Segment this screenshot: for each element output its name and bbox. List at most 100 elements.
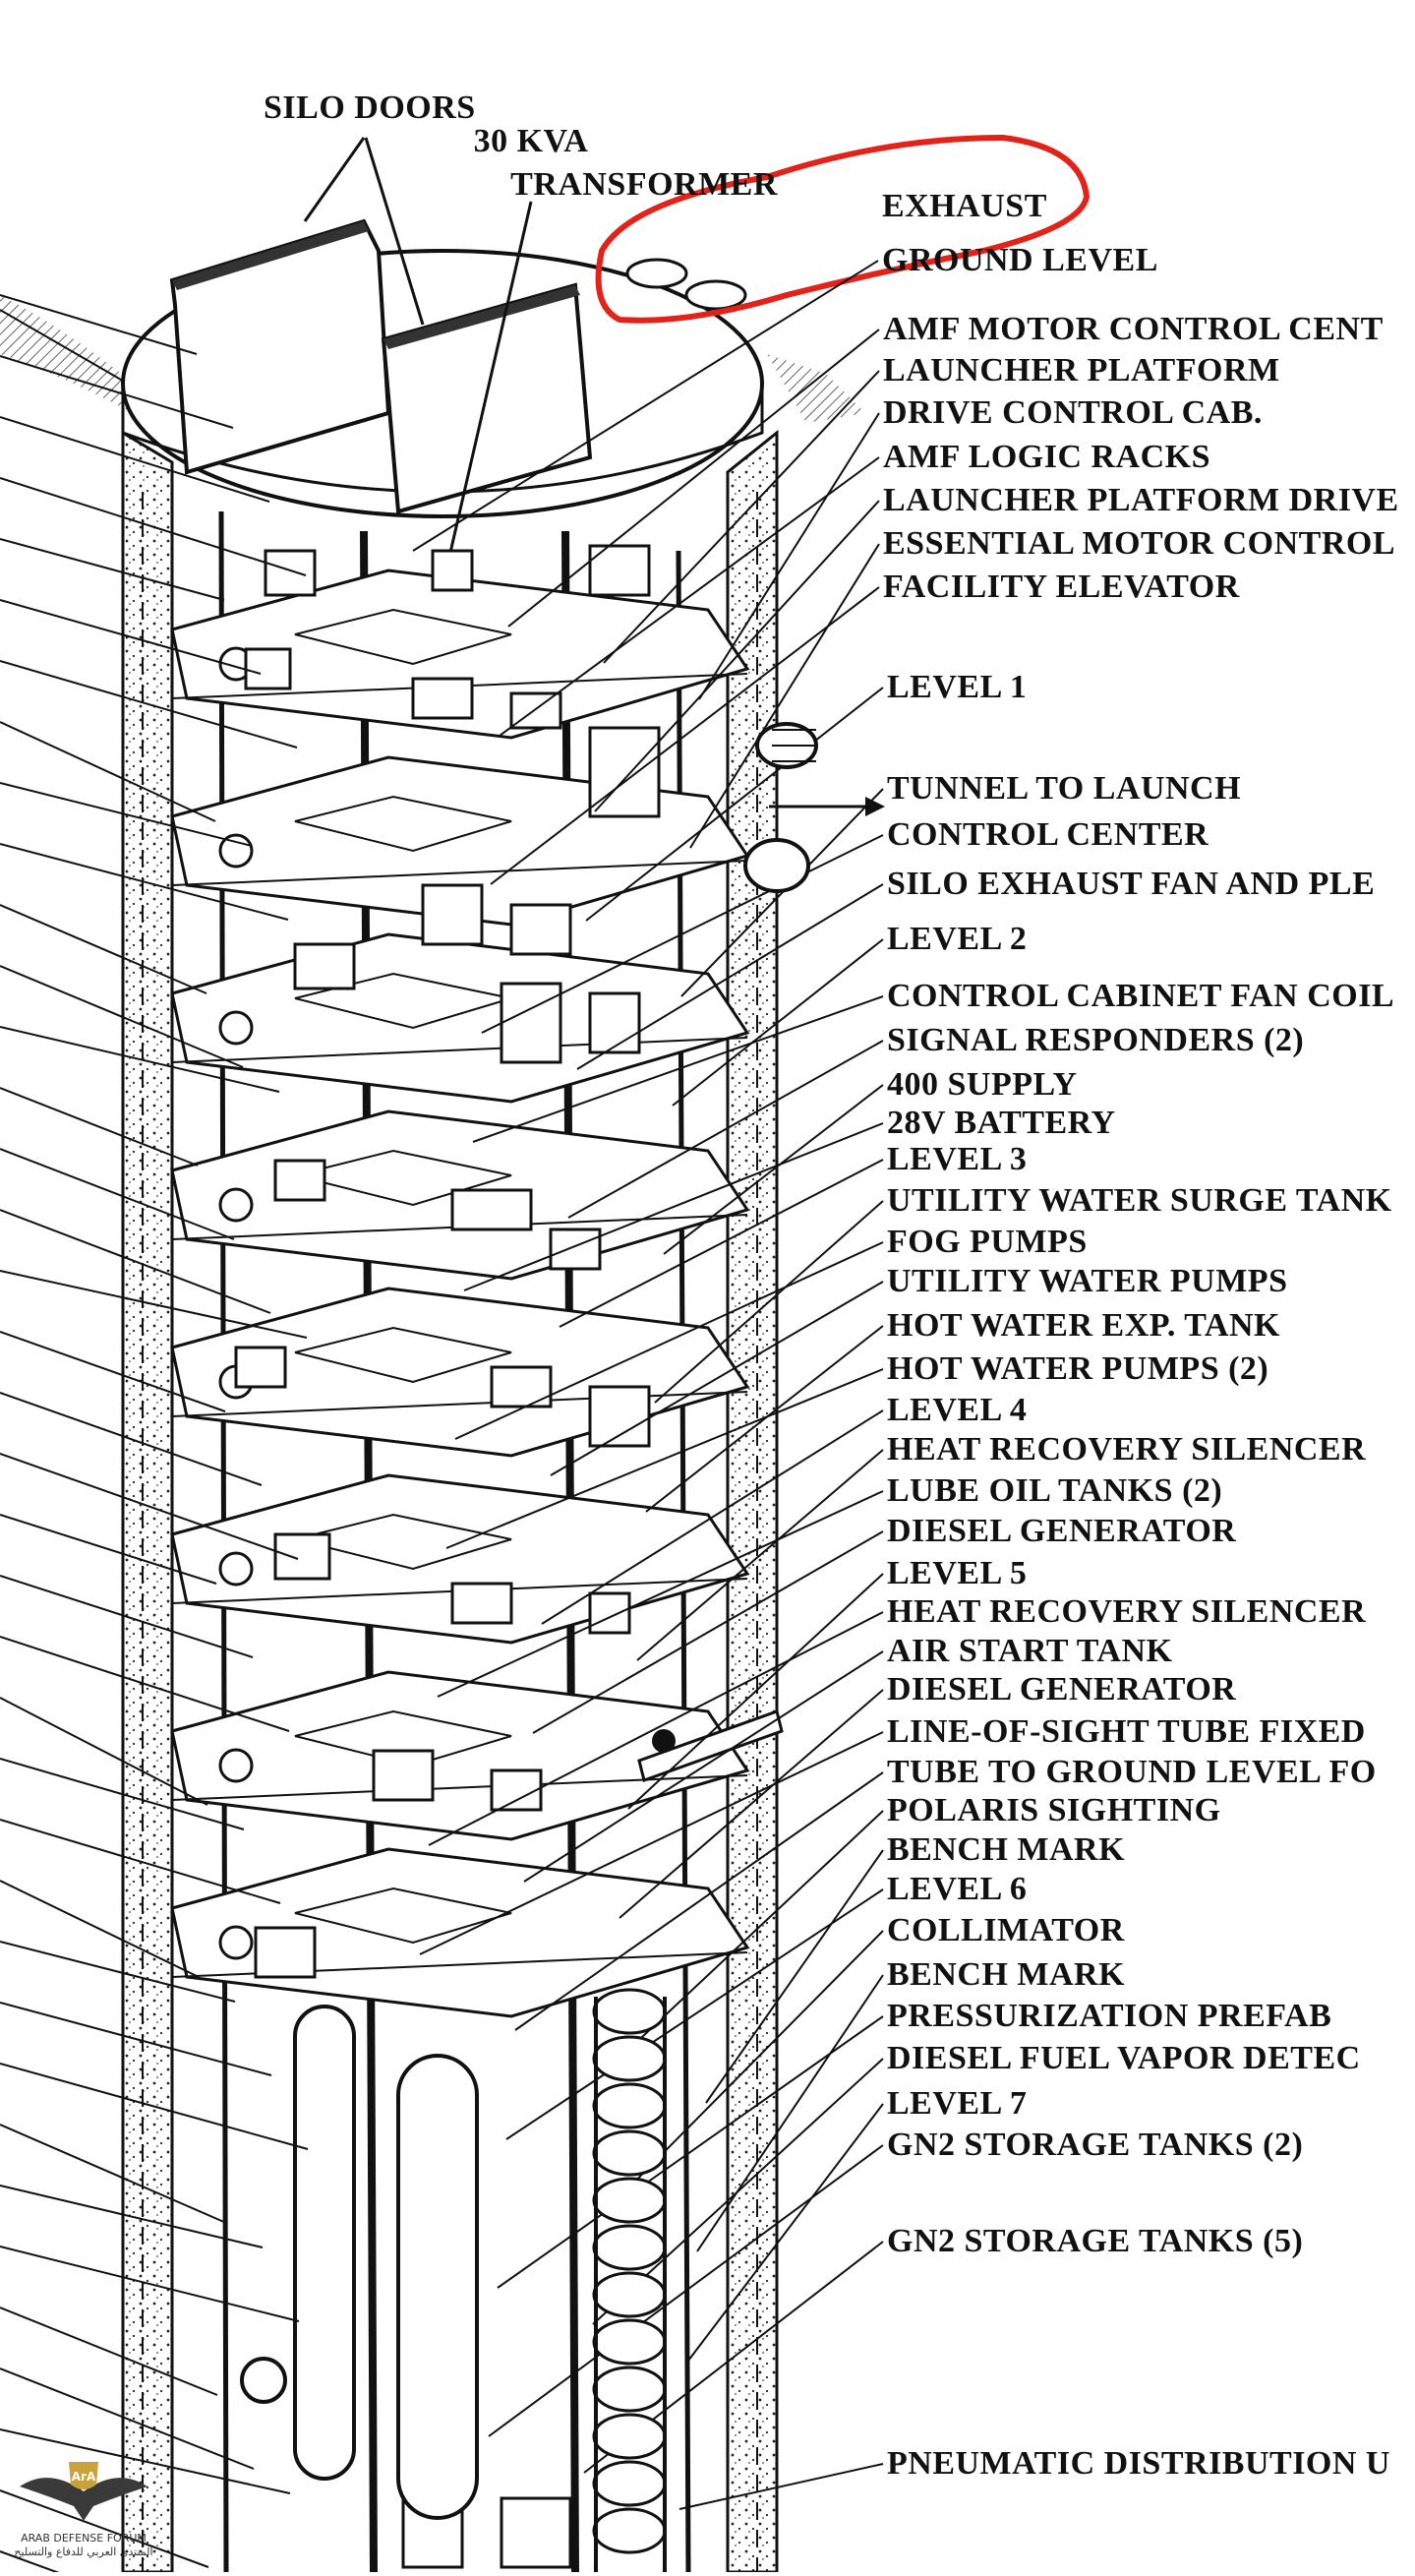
leader-line xyxy=(0,1880,200,1978)
component-label: DRIVE CONTROL CAB. xyxy=(883,394,1263,431)
hatch-wheel xyxy=(218,1187,254,1223)
leader-line xyxy=(567,1040,884,1219)
leader-line xyxy=(419,1731,884,1955)
leader-line xyxy=(541,1409,884,1625)
svg-text:ArA: ArA xyxy=(72,2470,96,2484)
leader-line xyxy=(619,1689,884,1919)
component-label: LEVEL 5 xyxy=(887,1555,1028,1591)
watermark-line2: المنتدى العربي للدفاع والتسليح xyxy=(14,2545,153,2558)
leader-line xyxy=(550,1281,884,1476)
leader-line xyxy=(0,2550,71,2576)
leader-line xyxy=(412,260,879,552)
equipment-box xyxy=(588,991,641,1054)
floor-opening xyxy=(294,795,512,853)
leader-line xyxy=(705,1849,884,2104)
leader-line xyxy=(678,2463,884,2510)
equipment-box xyxy=(490,1365,553,1408)
component-label: ESSENTIAL MOTOR CONTROL xyxy=(883,525,1396,562)
leader-line xyxy=(576,883,884,1070)
leader-line xyxy=(698,412,880,700)
leader-line xyxy=(0,294,198,355)
leader-line xyxy=(0,1148,235,1240)
leader-line xyxy=(0,355,234,429)
equipment-box xyxy=(411,677,474,720)
equipment-box xyxy=(490,1768,543,1812)
leader-line xyxy=(490,586,880,885)
component-label: HOT WATER PUMPS (2) xyxy=(887,1350,1269,1387)
floor-opening xyxy=(294,1887,512,1945)
component-label: LUBE OIL TANKS (2) xyxy=(887,1472,1223,1509)
pressure-bottle xyxy=(240,2357,287,2404)
leader-line xyxy=(505,1888,884,2140)
gn2-tank xyxy=(592,2318,667,2366)
leader-line xyxy=(0,1697,208,1806)
component-label: TUBE TO GROUND LEVEL FO xyxy=(887,1754,1377,1790)
leader-line xyxy=(696,1974,884,2252)
component-label: POLARIS SIGHTING xyxy=(887,1792,1221,1828)
leader-line xyxy=(0,721,216,822)
sight-tube-platform xyxy=(637,1709,784,1782)
gn2-tank xyxy=(592,2507,667,2554)
callout-leader-lines xyxy=(0,260,884,2576)
component-label: LEVEL 1 xyxy=(887,669,1028,705)
leader-line xyxy=(0,2367,255,2470)
floor-opening xyxy=(294,1513,512,1571)
component-label: PRESSURIZATION PREFAB xyxy=(887,1998,1332,2034)
eagle-logo-icon: ArA xyxy=(20,2462,147,2521)
leader-line xyxy=(532,1530,884,1734)
leader-line xyxy=(0,1941,236,2003)
equipment-box xyxy=(273,1532,331,1581)
equipment-box xyxy=(500,2496,572,2569)
silo-levels xyxy=(170,569,750,2018)
leader-line xyxy=(594,500,880,812)
floor-opening xyxy=(294,1326,512,1384)
ground-surface xyxy=(0,295,865,423)
component-label: CONTROL CABINET FAN COIL xyxy=(887,978,1395,1014)
leader-line xyxy=(499,456,880,737)
component-label: LEVEL 4 xyxy=(887,1392,1028,1428)
leader-line xyxy=(0,477,307,576)
component-label: BENCH MARK xyxy=(887,1831,1126,1868)
leader-line xyxy=(0,782,253,847)
leader-line xyxy=(559,1159,884,1328)
gn2-tank xyxy=(592,2271,667,2318)
leader-line xyxy=(445,1368,884,1549)
leader-line xyxy=(0,1453,299,1560)
component-label: LAUNCHER PLATFORM DRIVE xyxy=(883,482,1399,518)
gn2-tank xyxy=(592,2082,667,2129)
equipment-box xyxy=(293,942,356,990)
gn2-tank xyxy=(592,1988,667,2035)
component-label: DIESEL GENERATOR xyxy=(887,1513,1237,1549)
gn2-tank xyxy=(592,2413,667,2460)
gn2-tank xyxy=(592,2129,667,2177)
transformer-label-line1: 30 KVA xyxy=(473,123,589,159)
component-label: SILO EXHAUST FAN AND PLE xyxy=(887,866,1376,902)
hatch-wheel xyxy=(218,1551,254,1587)
silo-equipment xyxy=(234,544,784,2569)
equipment-box xyxy=(421,883,484,946)
leader-line xyxy=(463,1122,884,1291)
leader-line xyxy=(0,1575,254,1658)
storage-tank xyxy=(293,2005,356,2481)
component-label: GN2 STORAGE TANKS (5) xyxy=(887,2223,1304,2259)
leader-line xyxy=(481,834,884,1034)
component-label: LEVEL 2 xyxy=(887,921,1028,957)
equipment-box xyxy=(234,1346,287,1389)
equipment-box xyxy=(254,1926,317,1979)
equipment-box xyxy=(549,1228,602,1271)
equipment-box xyxy=(431,549,474,592)
component-label: AMF LOGIC RACKS xyxy=(883,439,1211,475)
component-label: DIESEL FUEL VAPOR DETEC xyxy=(887,2040,1361,2076)
floor-opening xyxy=(294,608,512,666)
gn2-tank xyxy=(592,2460,667,2507)
leader-line xyxy=(0,2002,272,2076)
leader-line xyxy=(672,938,884,1107)
tunnel-to-lcc xyxy=(743,722,885,893)
equipment-box xyxy=(450,1582,513,1625)
leader-line xyxy=(0,1636,290,1732)
component-label: 28V BATTERY xyxy=(887,1105,1116,1141)
collimator xyxy=(652,1729,676,1753)
leader-line xyxy=(0,2246,300,2322)
leader-line xyxy=(0,599,262,675)
leader-line xyxy=(0,2428,291,2494)
